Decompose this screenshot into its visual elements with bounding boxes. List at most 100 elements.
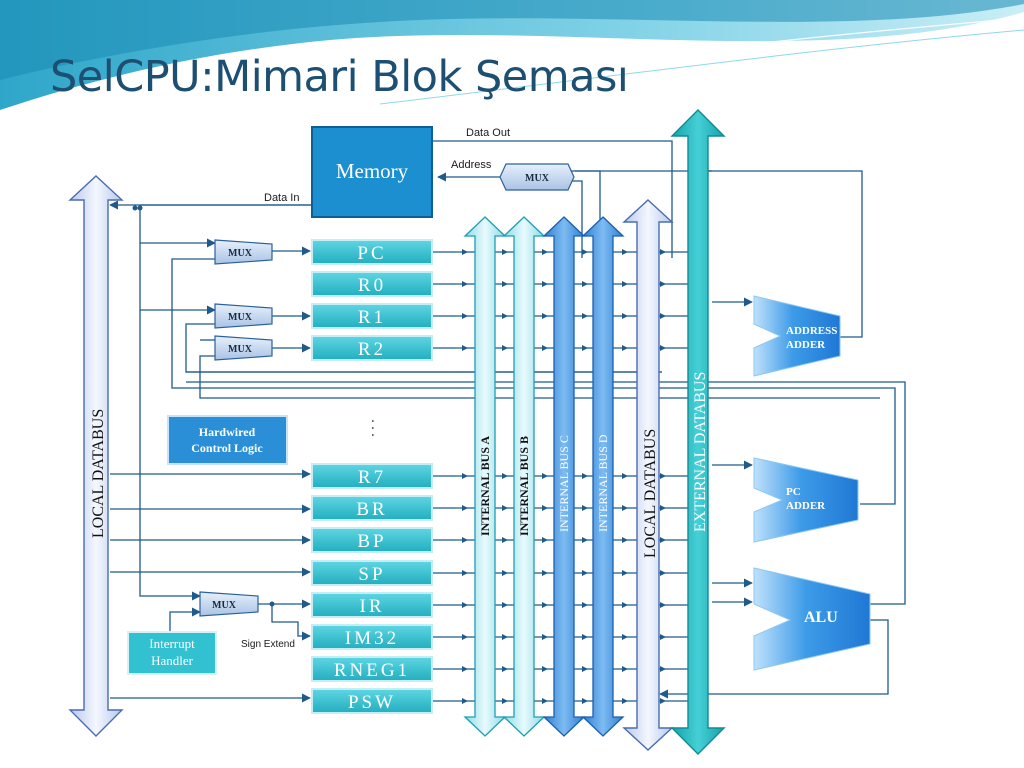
pc-adder-line1: PC: [786, 486, 801, 498]
bus-tap-arrow: [582, 249, 588, 255]
register-r7: R7: [311, 463, 433, 489]
bus-tap-arrow: [542, 570, 548, 576]
memory-block: Memory: [311, 126, 433, 218]
address-adder-line1: ADDRESS: [786, 325, 837, 337]
bus-tap-arrow: [582, 313, 588, 319]
bus-tap-arrow: [462, 570, 468, 576]
bus-tap-arrow: [462, 505, 468, 511]
bus-tap-arrow: [582, 634, 588, 640]
register-br-label: BR: [356, 499, 387, 520]
bus-tap-arrow: [462, 313, 468, 319]
bus-tap-arrow: [582, 505, 588, 511]
bus-tap-arrow: [502, 698, 508, 704]
bus-tap-arrow: [542, 634, 548, 640]
interrupt-line1: Interrupt: [149, 636, 195, 651]
bus-tap-arrow: [622, 634, 628, 640]
bus-tap-arrow: [502, 537, 508, 543]
register-r1-label: R1: [358, 307, 386, 328]
ir-mux-label: MUX: [212, 600, 237, 611]
register-rneg1: RNEG1: [311, 656, 433, 682]
bus-tap-arrow: [542, 698, 548, 704]
bus-tap-arrow: [622, 473, 628, 479]
r1-mux-label: MUX: [228, 312, 253, 323]
internal-bus-b: INTERNAL BUS B: [502, 216, 546, 737]
bus-tap-arrow: [462, 698, 468, 704]
address-label: Address: [451, 159, 492, 171]
register-r2: R2: [311, 335, 433, 361]
control-line1: Hardwired: [199, 425, 256, 439]
register-ir-label: IR: [360, 596, 385, 617]
bus-tap-arrow: [660, 473, 666, 479]
header-wave-decoration: [0, 0, 1024, 110]
slide-title: SelCPU:Mimari Blok Şeması: [50, 52, 629, 102]
sign-extend-label: Sign Extend: [241, 639, 295, 650]
external-databus: EXTERNAL DATABUS: [670, 109, 726, 755]
pc-mux: MUX: [214, 239, 273, 265]
bus-tap-arrow: [542, 281, 548, 287]
bus-tap-arrow: [582, 666, 588, 672]
alu-label: ALU: [804, 609, 838, 626]
bus-tap-arrow: [622, 505, 628, 511]
register-bp-label: BP: [357, 531, 386, 552]
internal-bus-d-label: INTERNAL BUS D: [596, 434, 610, 532]
interrupt-handler: Interrupt Handler: [127, 631, 217, 675]
bus-tap-arrow: [502, 281, 508, 287]
bus-tap-arrow: [660, 537, 666, 543]
bus-tap-arrow: [542, 313, 548, 319]
external-databus-label: EXTERNAL DATABUS: [692, 372, 709, 532]
r2-mux: MUX: [214, 335, 273, 361]
register-ellipsis: . . .: [368, 419, 383, 437]
pc-adder-line2: ADDER: [786, 500, 826, 512]
bus-tap-arrow: [622, 313, 628, 319]
register-psw-label: PSW: [348, 692, 396, 713]
register-im32-label: IM32: [345, 628, 399, 649]
control-line2: Control Logic: [191, 441, 263, 455]
bus-tap-arrow: [502, 634, 508, 640]
bus-tap-arrow: [660, 249, 666, 255]
bus-tap-arrow: [622, 281, 628, 287]
bus-tap-arrow: [462, 281, 468, 287]
register-pc-label: PC: [357, 243, 386, 264]
bus-tap-arrow: [462, 537, 468, 543]
bus-tap-arrow: [462, 602, 468, 608]
register-r7-label: R7: [358, 467, 386, 488]
bus-tap-arrow: [582, 281, 588, 287]
bus-tap-arrow: [502, 570, 508, 576]
local-databus-left: LOCAL DATABUS: [68, 175, 124, 737]
bus-tap-arrow: [462, 473, 468, 479]
pc-adder: PC ADDER: [753, 457, 859, 543]
bus-tap-arrow: [502, 473, 508, 479]
bus-tap-arrow: [660, 698, 666, 704]
data-out-label: Data Out: [466, 127, 510, 139]
bus-tap-arrow: [502, 345, 508, 351]
alu-unit: ALU: [753, 567, 871, 671]
hardwired-control-logic: Hardwired Control Logic: [167, 415, 288, 465]
local-databus-left-label: LOCAL DATABUS: [90, 409, 107, 538]
pc-mux-label: MUX: [228, 248, 253, 259]
bus-tap-arrow: [660, 570, 666, 576]
address-mux-label: MUX: [525, 173, 550, 184]
bus-tap-arrow: [622, 698, 628, 704]
address-adder: ADDRESS ADDER: [753, 295, 841, 377]
bus-tap-arrow: [582, 698, 588, 704]
address-adder-line2: ADDER: [786, 339, 826, 351]
bus-tap-arrow: [660, 505, 666, 511]
bus-tap-arrow: [542, 666, 548, 672]
internal-bus-d: INTERNAL BUS D: [581, 216, 625, 737]
bus-tap-arrow: [622, 666, 628, 672]
bus-tap-arrow: [502, 602, 508, 608]
register-im32: IM32: [311, 624, 433, 650]
bus-tap-arrow: [462, 249, 468, 255]
bus-tap-arrow: [462, 345, 468, 351]
bus-tap-arrow: [582, 570, 588, 576]
memory-label: Memory: [336, 159, 409, 183]
bus-tap-arrow: [462, 634, 468, 640]
internal-bus-c: INTERNAL BUS C: [542, 216, 586, 737]
bus-tap-arrow: [502, 249, 508, 255]
bus-tap-arrow: [582, 473, 588, 479]
bus-tap-arrow: [622, 537, 628, 543]
register-bp: BP: [311, 527, 433, 553]
register-br: BR: [311, 495, 433, 521]
register-r0-label: R0: [358, 275, 386, 296]
